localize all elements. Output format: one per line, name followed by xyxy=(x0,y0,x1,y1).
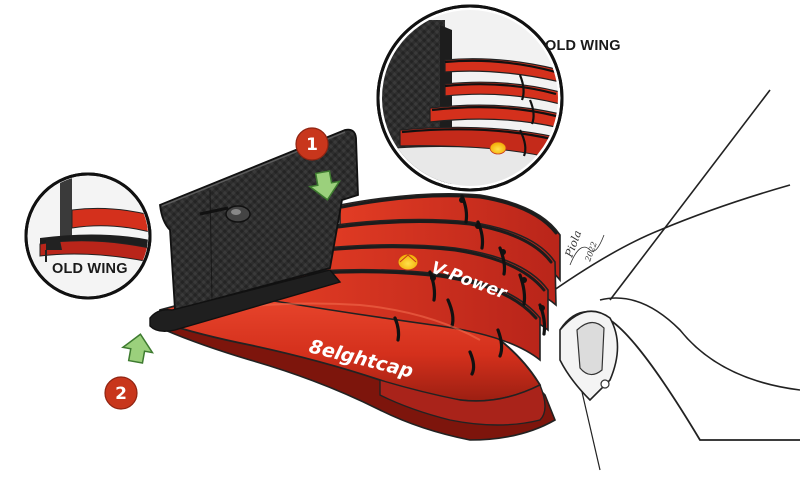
car-body-outline xyxy=(539,89,800,471)
endplate-canard xyxy=(199,205,251,223)
svg-text:2022: 2022 xyxy=(583,240,599,263)
svg-text:Piola: Piola xyxy=(562,229,584,260)
old-wing-callout-left xyxy=(24,172,152,300)
endplate xyxy=(149,128,359,333)
flap-1 xyxy=(267,268,541,362)
old-wing-label-left: OLD WING xyxy=(52,261,128,277)
marker-1-badge: 1 xyxy=(295,127,329,161)
nose-pylon xyxy=(559,310,619,402)
arrow-2-green xyxy=(121,333,154,364)
artist-signature: Piola 2022 xyxy=(562,229,605,266)
marker-2-badge: 2 xyxy=(104,376,138,410)
svg-text:2: 2 xyxy=(115,384,127,404)
sponsor-shell-logo xyxy=(397,253,419,271)
old-wing-label-top: OLD WING xyxy=(545,38,621,54)
arrow-1-green xyxy=(308,170,341,201)
svg-text:1: 1 xyxy=(306,135,318,155)
front-wing xyxy=(159,192,561,441)
old-wing-callout-top xyxy=(376,4,564,192)
